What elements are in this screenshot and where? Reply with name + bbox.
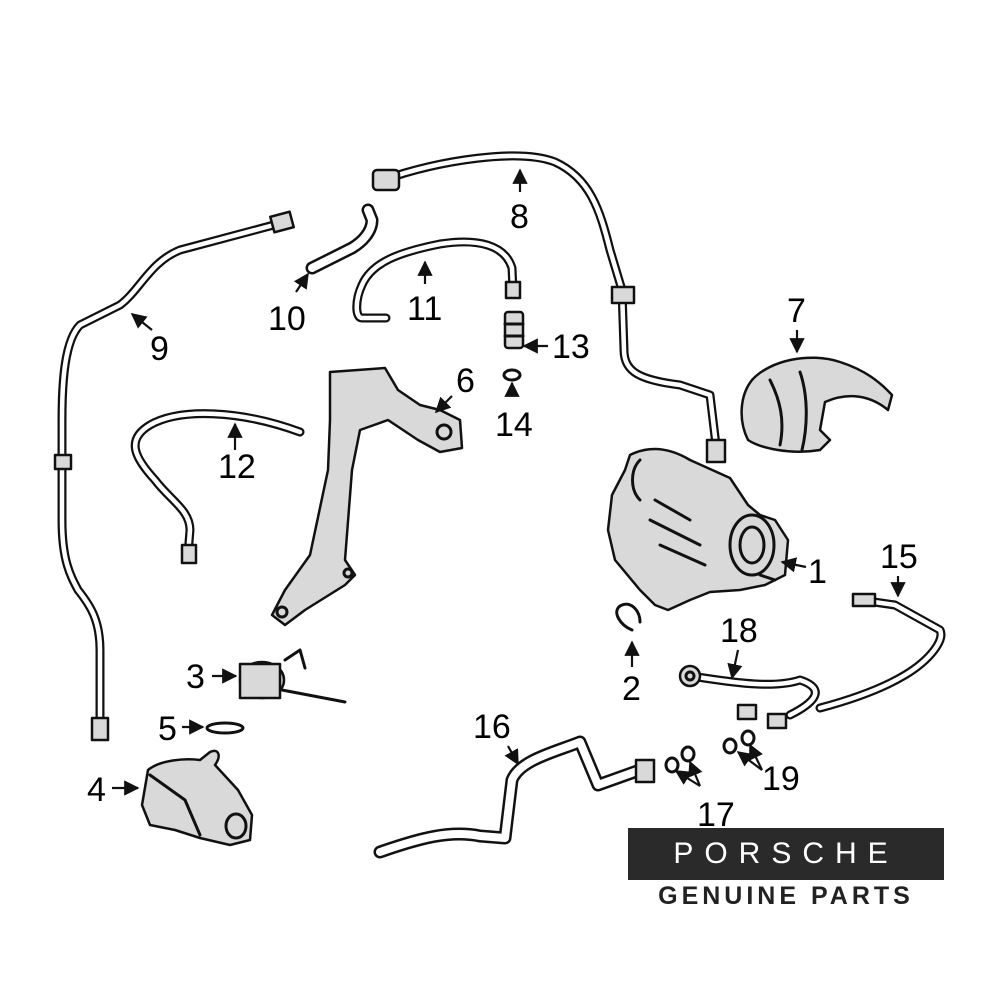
part-6-bracket: [270, 366, 464, 627]
part-18-line: [678, 664, 820, 730]
part-4-reservoir: [140, 749, 254, 847]
part-3-actuator: [238, 648, 347, 704]
part-14-oring: [502, 368, 522, 382]
callout-3: 3: [186, 658, 205, 696]
part-5-oring: [205, 721, 245, 735]
callout-19: 19: [762, 760, 800, 798]
callout-5: 5: [158, 710, 177, 748]
part-9-line: [53, 210, 295, 742]
callout-10: 10: [268, 300, 306, 338]
callout-17: 17: [697, 796, 735, 834]
callout-1: 1: [808, 553, 827, 591]
part-12-line: [130, 409, 305, 565]
part-16-line: [373, 735, 656, 859]
callout-18: 18: [720, 612, 758, 650]
part-2-circlip: [615, 602, 642, 632]
part-7-heat-shield: [740, 356, 894, 453]
brand-subtitle: GENUINE PARTS: [658, 882, 914, 910]
callout-14: 14: [495, 406, 533, 444]
callout-4: 4: [87, 771, 106, 809]
callout-6: 6: [456, 362, 475, 400]
callout-12: 12: [218, 448, 256, 486]
callout-11: 11: [407, 290, 442, 328]
callout-8: 8: [510, 198, 529, 236]
callout-7: 7: [787, 292, 806, 330]
part-13-fitting: [503, 310, 525, 350]
callout-13: 13: [552, 328, 590, 366]
callout-9: 9: [150, 330, 169, 368]
part-17-washers: [664, 745, 696, 774]
part-8-line: [371, 151, 727, 464]
callout-16: 16: [473, 708, 511, 746]
leader-arrows: [112, 168, 906, 796]
callout-2: 2: [622, 670, 641, 708]
part-19-washers: [722, 729, 756, 755]
part-11-line: [352, 237, 522, 323]
brand-banner: PORSCHE: [628, 828, 944, 880]
callout-15: 15: [880, 538, 918, 576]
part-10-hose: [305, 203, 379, 275]
brand-wordmark: PORSCHE: [673, 837, 899, 870]
part-15-line: [815, 592, 946, 713]
part-1-turbocharger: [606, 447, 790, 612]
